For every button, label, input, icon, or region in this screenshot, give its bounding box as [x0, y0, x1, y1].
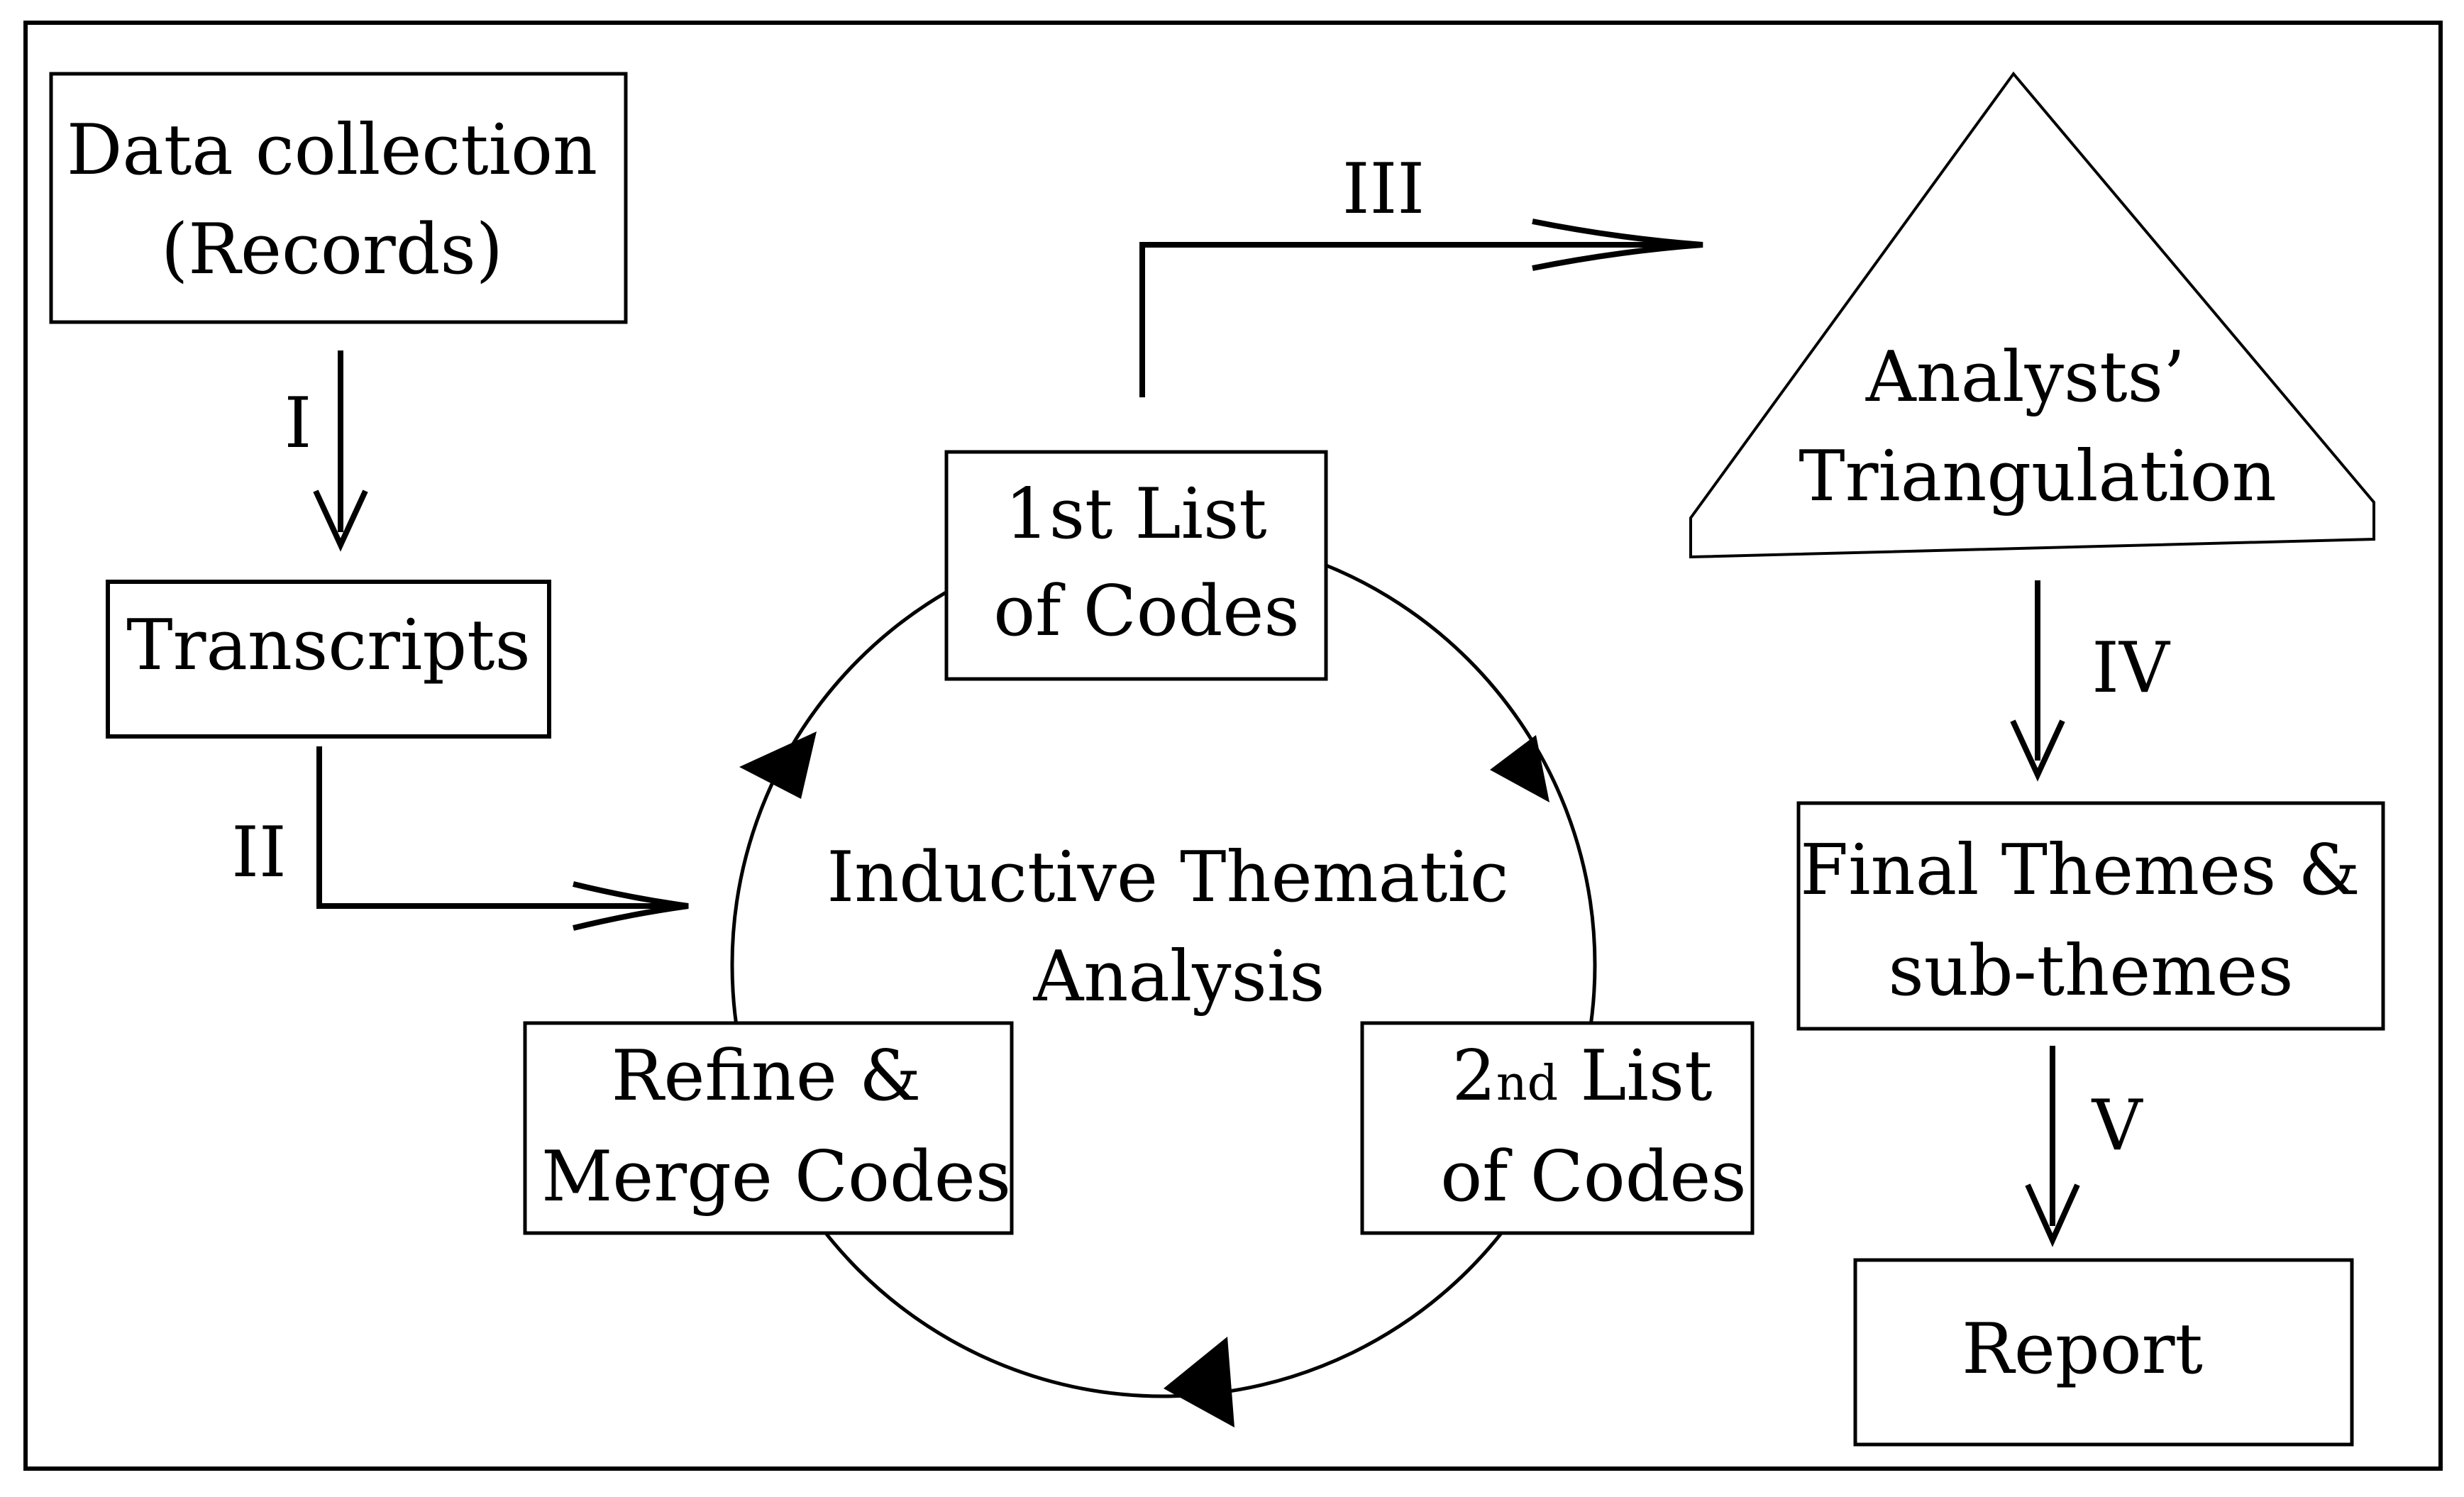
first-list-box	[944, 450, 1328, 681]
refine-merge-line2: Merge Codes	[541, 1137, 1011, 1217]
transcripts-box	[106, 580, 551, 739]
transcripts-label: Transcripts	[126, 605, 531, 686]
second-list-box	[1360, 1021, 1755, 1235]
triangulation-line2: Triangulation	[1799, 436, 2277, 517]
second-list-num: 2	[1452, 1036, 1496, 1117]
first-list-line2: of Codes	[993, 571, 1299, 652]
final-themes-box	[1796, 801, 2385, 1031]
arrow-ii-head	[573, 881, 689, 931]
step-label-iii: III	[1342, 149, 1425, 230]
report-label: Report	[1962, 1309, 2203, 1390]
arrow-ii-shaft	[316, 746, 678, 909]
step-label-v: V	[2092, 1086, 2144, 1166]
center-label-line1: Inductive Thematic	[827, 837, 1508, 918]
arrow-i-head	[313, 490, 368, 552]
arrow-iii-shaft	[1139, 242, 1689, 397]
step-label-iv: IV	[2092, 628, 2171, 709]
triangulation-triangle	[1689, 71, 2375, 559]
cycle-arrowhead-right	[1490, 735, 1549, 802]
center-label-line2: Analysis	[1033, 937, 1325, 1017]
refine-merge-box	[523, 1021, 1014, 1235]
report-box	[1853, 1258, 2354, 1447]
final-themes-line1: Final Themes &	[1800, 830, 2360, 911]
cycle-arrowhead-bottom	[1164, 1337, 1234, 1427]
arrow-iii-head	[1532, 219, 1703, 271]
data-collection-line1: Data collection	[67, 110, 597, 191]
step-label-i: I	[284, 383, 312, 464]
arrow-iv-head	[2010, 719, 2065, 782]
refine-merge-line1: Refine &	[612, 1036, 922, 1117]
cycle-arrowhead-left	[739, 731, 817, 799]
data-collection-box	[49, 72, 628, 324]
step-label-ii: II	[231, 812, 286, 893]
second-list-rest: List	[1558, 1036, 1712, 1117]
second-list-sup: nd	[1496, 1056, 1558, 1112]
second-list-line2: of Codes	[1440, 1137, 1746, 1217]
second-list-line1: 2nd List	[1452, 1036, 1713, 1117]
final-themes-line2: sub-themes	[1889, 931, 2294, 1012]
data-collection-line2: (Records)	[161, 209, 503, 290]
first-list-line1: 1st List	[1005, 474, 1266, 555]
triangulation-line1: Analysts’	[1865, 337, 2185, 418]
arrow-v-head	[2025, 1183, 2080, 1247]
